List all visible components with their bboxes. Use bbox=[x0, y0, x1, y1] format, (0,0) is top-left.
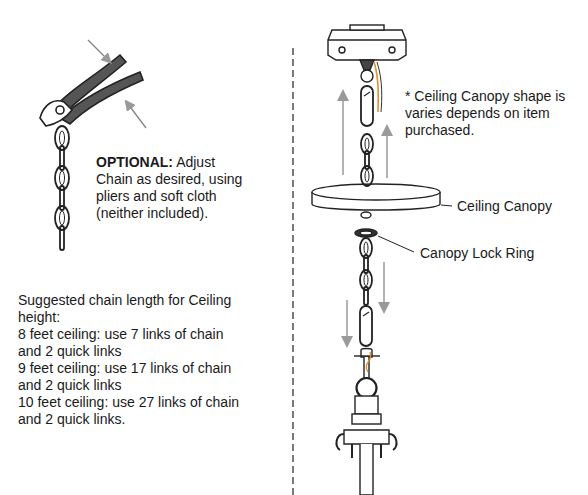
chain-length-item: 9 feet ceiling: use 17 links of chain an… bbox=[18, 360, 250, 394]
note-heading: OPTIONAL: bbox=[96, 154, 173, 170]
optional-note: OPTIONAL: Adjust Chain as desired, using… bbox=[96, 154, 251, 222]
canopy-note: * Ceiling Canopy shape is varies depends… bbox=[405, 88, 573, 139]
chain-length-item: 10 feet ceiling: use 27 links of chain a… bbox=[18, 394, 250, 428]
part-name: Canopy Lock Ring bbox=[420, 245, 570, 262]
part-name: Ceiling Canopy bbox=[457, 198, 582, 215]
chain-length-item: 8 feet ceiling: use 7 links of chain and… bbox=[18, 326, 250, 360]
chain-length-heading: Suggested chain length for Ceiling heigh… bbox=[18, 292, 250, 326]
